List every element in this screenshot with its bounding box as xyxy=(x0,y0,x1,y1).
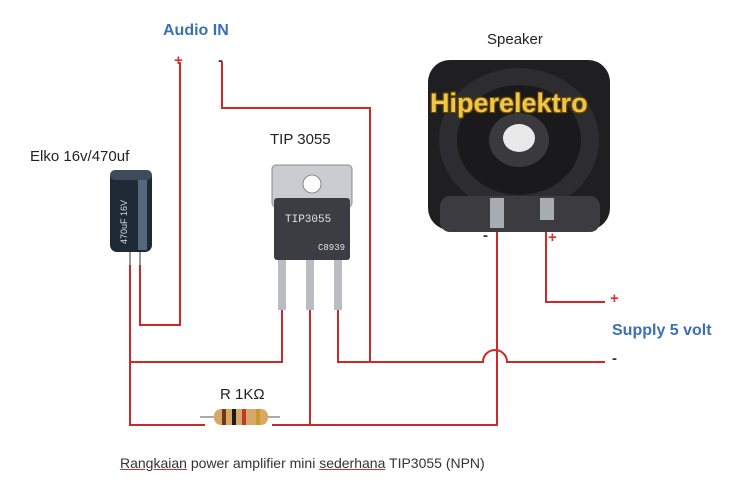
supply-minus-label: - xyxy=(612,350,617,367)
wire-audio-minus xyxy=(221,62,371,362)
speaker-plus-label: + xyxy=(548,229,557,246)
capacitor: 470uF 16V xyxy=(110,170,152,265)
wires xyxy=(129,62,605,426)
supply-label: Supply 5 volt xyxy=(612,322,712,339)
capacitor-label: Elko 16v/470uf xyxy=(30,148,130,165)
audio-plus-label: + xyxy=(174,52,183,69)
wire-ground-rail xyxy=(337,310,605,363)
wire-speaker-plus xyxy=(545,218,605,303)
speaker xyxy=(428,60,610,232)
audio-minus-label: - xyxy=(218,52,223,69)
transistor-marking: TIP3055 xyxy=(285,214,331,226)
wire-resistor-to-collector xyxy=(272,228,498,426)
resistor-label: R 1KΩ xyxy=(220,386,265,403)
transistor: TIP3055 C8939 xyxy=(271,164,353,310)
wire-audio-plus xyxy=(139,62,181,326)
caption-word-2: power amplifier mini xyxy=(186,455,320,471)
supply-plus-label: + xyxy=(610,290,619,307)
diagram-caption: Rangkaian power amplifier mini sederhana… xyxy=(120,455,485,471)
transistor-label: TIP 3055 xyxy=(270,131,331,148)
caption-word-4: TIP3055 (NPN) xyxy=(385,455,485,471)
audio-in-label: Audio IN xyxy=(163,22,229,39)
wire-base xyxy=(130,310,283,363)
transistor-code: C8939 xyxy=(318,243,345,253)
resistor xyxy=(200,409,280,425)
speaker-label: Speaker xyxy=(487,31,543,48)
speaker-minus-label: - xyxy=(483,227,488,244)
wire-cap-to-resistor xyxy=(129,262,205,426)
capacitor-marking: 470uF 16V xyxy=(119,200,129,244)
caption-word-3: sederhana xyxy=(319,455,386,471)
watermark-text: Hiperelektro xyxy=(430,88,588,118)
caption-word-1: Rangkaian xyxy=(120,455,187,471)
